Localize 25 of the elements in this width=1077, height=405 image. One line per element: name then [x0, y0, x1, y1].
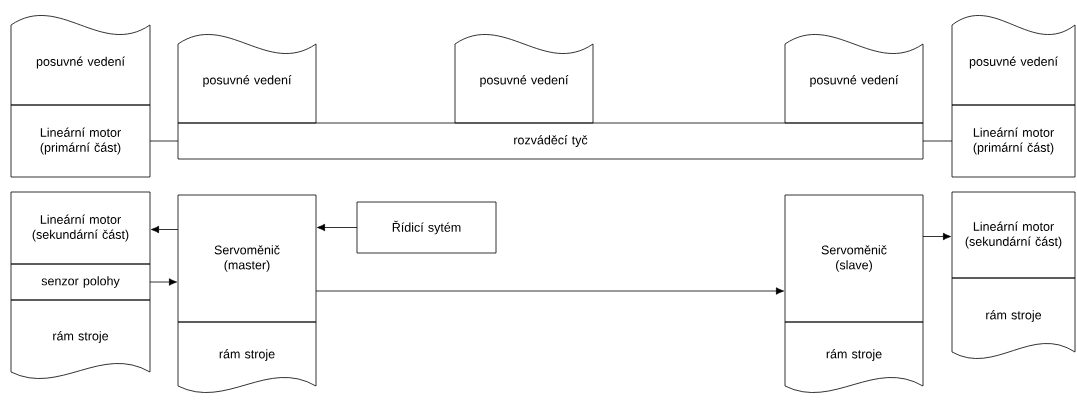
servo-box: Servoměnič (slave)	[784, 194, 924, 323]
motor-box: Lineární motor (primární část)	[10, 104, 151, 178]
guide-block: posuvné vedení	[10, 15, 151, 106]
guide-block: posuvné vedení	[784, 34, 924, 124]
sensor-box: senzor polohy	[10, 263, 151, 301]
frame-block: rám stroje	[10, 299, 151, 379]
frame-block: rám stroje	[784, 321, 924, 393]
guide-block: posuvné vedení	[951, 15, 1076, 106]
motor-box: Lineární motor (sekundární část)	[951, 191, 1076, 279]
arrow	[317, 223, 358, 232]
arrow	[151, 225, 179, 234]
motor-box: Lineární motor (sekundární část)	[10, 191, 151, 265]
servo-box: Servoměnič (master)	[177, 194, 317, 323]
motor-box: Lineární motor (primární část)	[951, 104, 1076, 178]
frame-block: rám stroje	[177, 321, 317, 393]
control-box: Řídicí sytém	[356, 201, 497, 254]
guide-block: posuvné vedení	[454, 34, 594, 124]
arrow	[315, 287, 784, 295]
connector-line	[149, 140, 179, 142]
arrow	[922, 232, 951, 241]
connector-line	[922, 140, 953, 142]
bar-box: rozváděcí tyč	[177, 122, 924, 160]
frame-block: rám stroje	[951, 277, 1076, 359]
guide-block: posuvné vedení	[177, 34, 317, 124]
arrow	[149, 278, 177, 286]
